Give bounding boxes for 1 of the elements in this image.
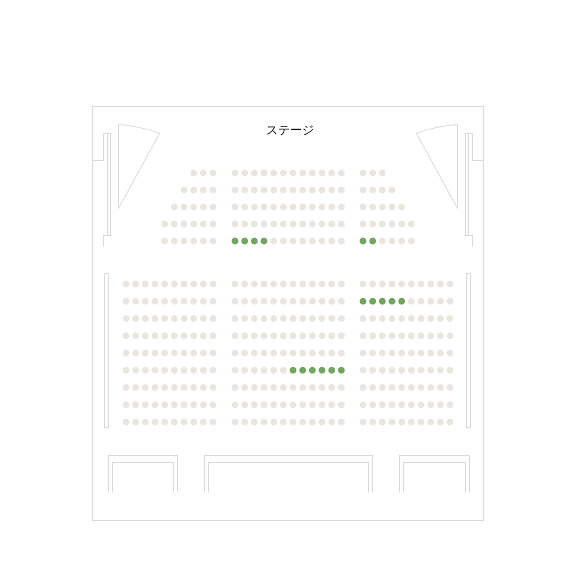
stage-label: ステージ xyxy=(266,122,314,139)
